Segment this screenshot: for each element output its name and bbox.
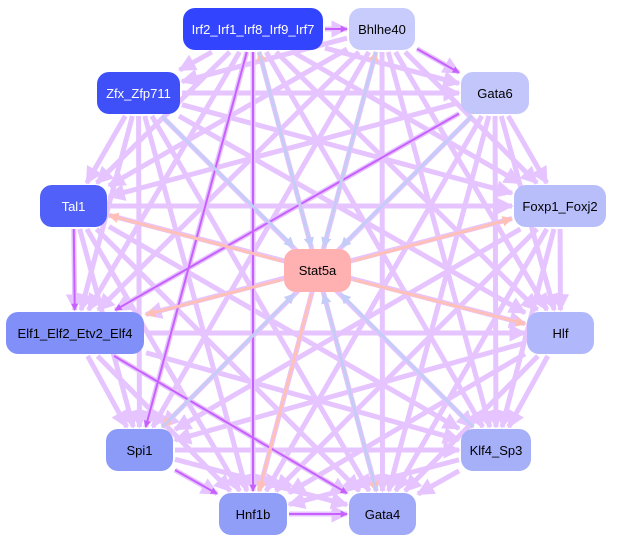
edge-bhlhe40-gata6	[416, 47, 460, 74]
node-label: Irf2_Irf1_Irf8_Irf9_Irf7	[191, 21, 315, 37]
node-gata4[interactable]: Gata4	[349, 493, 416, 535]
edge-gata6-foxp1	[506, 114, 549, 185]
edge-stat5a-tal1	[107, 212, 283, 263]
node-gata6[interactable]: Gata6	[461, 72, 529, 114]
node-zfx[interactable]: Zfx_Zfp711	[97, 72, 180, 114]
edge-zfx-tal1	[84, 114, 128, 185]
edge-hlf-hnf1b	[287, 351, 527, 495]
node-label: Stat5a	[298, 263, 337, 278]
node-foxp1[interactable]: Foxp1_Foxj2	[514, 185, 606, 227]
edge-zfx-foxp1	[181, 102, 514, 198]
node-bhlhe40[interactable]: Bhlhe40	[349, 8, 415, 50]
edge-zfx-stat5a	[160, 114, 295, 249]
edge-gata6-elf1	[114, 112, 460, 311]
node-label: Elf1_Elf2_Etv2_Elf4	[17, 325, 133, 341]
edge-irf-zfx	[178, 49, 214, 73]
node-spi1[interactable]: Spi1	[106, 429, 173, 471]
node-label: Foxp1_Foxj2	[522, 198, 598, 214]
node-stat5a[interactable]: Stat5a	[284, 249, 351, 292]
edge-hlf-klf4	[506, 354, 551, 429]
node-label: Tal1	[61, 198, 86, 214]
edge-zfx-gata4	[149, 114, 372, 493]
edge-irf-stat5a	[257, 51, 314, 249]
edge-gata6-hnf1b	[264, 114, 484, 493]
node-hlf[interactable]: Hlf	[527, 312, 594, 354]
node-hnf1b[interactable]: Hnf1b	[219, 493, 287, 535]
node-label: Gata4	[364, 506, 401, 522]
edge-elf1-gata4	[113, 355, 348, 494]
node-label: Hnf1b	[235, 506, 271, 522]
node-label: Klf4_Sp3	[469, 442, 523, 458]
node-klf4[interactable]: Klf4_Sp3	[461, 429, 531, 471]
node-label: Hlf	[552, 325, 569, 341]
node-irf[interactable]: Irf2_Irf1_Irf8_Irf9_Irf7	[183, 8, 323, 50]
edge-klf4-gata4	[416, 468, 461, 497]
edge-elf1-spi1	[85, 354, 130, 429]
node-elf1[interactable]: Elf1_Elf2_Etv2_Elf4	[6, 312, 144, 354]
edge-zfx-hlf	[177, 113, 527, 315]
node-label: Spi1	[126, 442, 153, 458]
node-label: Zfx_Zfp711	[106, 85, 171, 101]
edge-stat5a-elf1	[144, 278, 283, 318]
edge-bhlhe40-stat5a	[321, 51, 378, 249]
edge-foxp1-spi1	[173, 226, 522, 432]
edge-spi1-hnf1b	[174, 469, 218, 495]
edge-stat5a-hnf1b	[256, 293, 313, 493]
edge-spi1-stat5a	[161, 292, 296, 429]
edge-gata6-stat5a	[339, 114, 474, 249]
edge-klf4-stat5a	[339, 292, 475, 429]
edge-gata4-stat5a	[321, 292, 378, 492]
edge-stat5a-foxp1	[352, 216, 514, 263]
edge-tal1-elf1	[71, 228, 79, 311]
node-tal1[interactable]: Tal1	[40, 185, 107, 227]
edge-tal1-klf4	[107, 224, 461, 431]
node-label: Gata6	[477, 85, 513, 101]
edge-stat5a-hlf	[352, 278, 527, 327]
node-label: Bhlhe40	[358, 21, 406, 37]
